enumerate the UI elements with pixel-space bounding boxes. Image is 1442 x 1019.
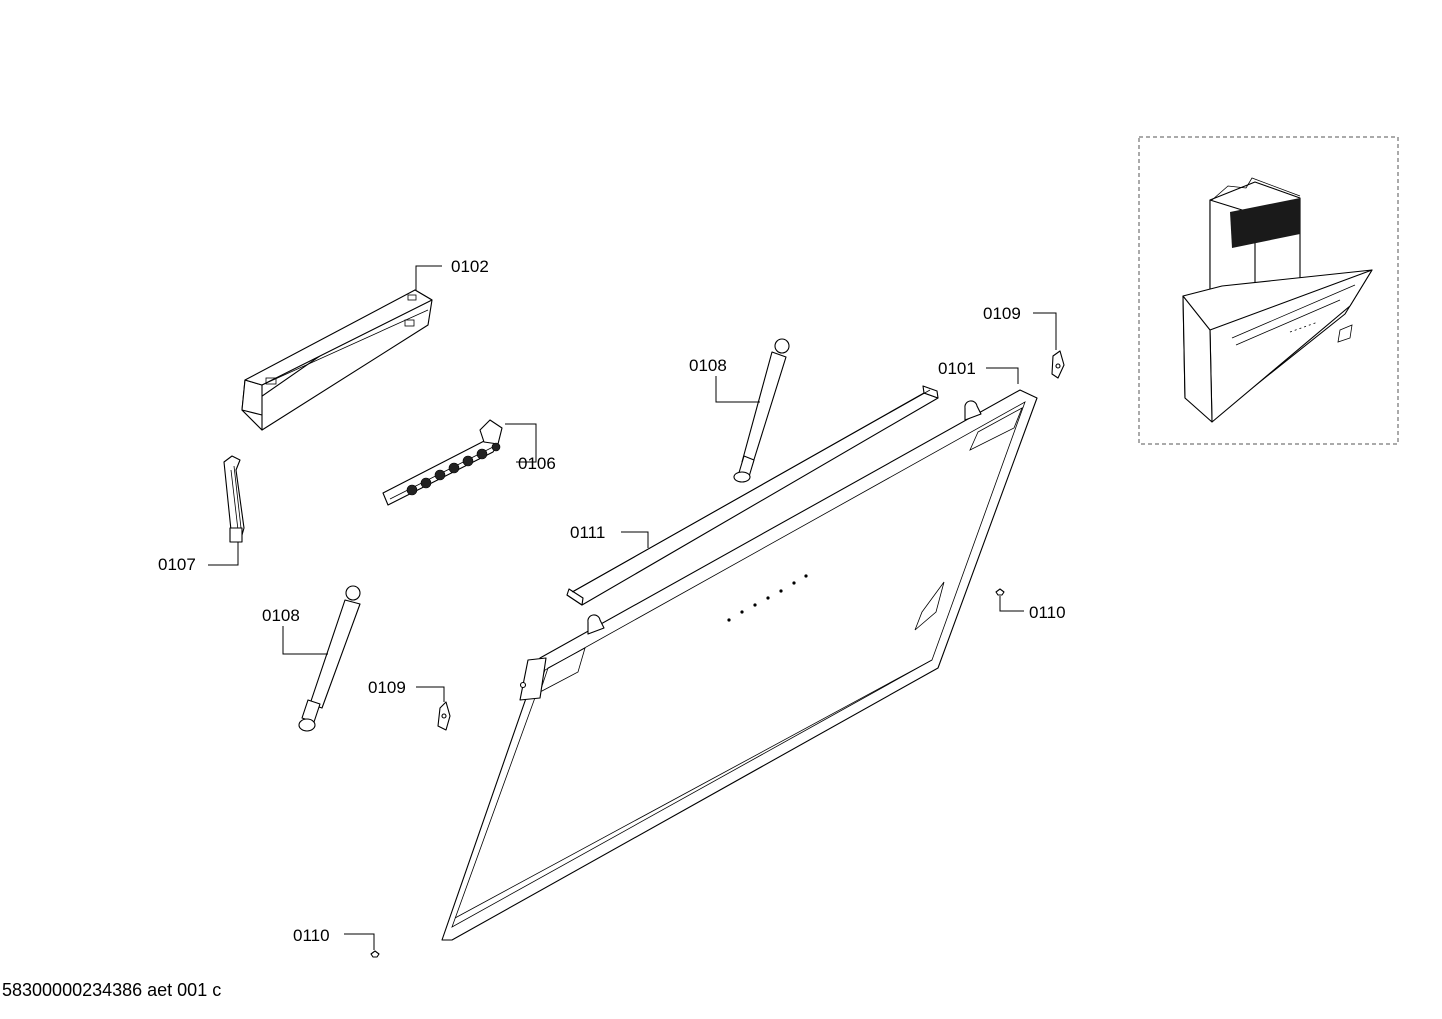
overview-inset (1138, 136, 1399, 445)
part-0108-strut-left (298, 585, 361, 732)
document-reference: 58300000234386 aet 001 c (2, 980, 222, 1000)
label-0109-right: 0109 (983, 304, 1021, 323)
label-0110-right: 0110 (1029, 603, 1066, 622)
label-0108-left: 0108 (262, 606, 300, 625)
label-0102: 0102 (451, 257, 489, 276)
label-0106: 0106 (518, 454, 556, 473)
inset-dashed-frame (1138, 136, 1399, 445)
part-0107-bracket (223, 455, 245, 543)
part-0110-screw-bottom (370, 950, 380, 958)
label-0110-bottom: 0110 (293, 926, 330, 945)
part-0110-screw-right (995, 588, 1005, 596)
label-0108-top: 0108 (689, 356, 727, 375)
label-0111: 0111 (570, 523, 605, 542)
part-0106-control-board (382, 419, 503, 506)
part-0108-strut-top (733, 338, 790, 483)
part-0102-channel (241, 289, 433, 431)
part-0101-glass-panel (441, 389, 1038, 941)
touch-sensor-dots (727, 574, 808, 622)
hood-overview-illustration (1182, 177, 1373, 423)
leader-lines (208, 265, 1057, 950)
label-0107: 0107 (158, 555, 196, 574)
label-0101: 0101 (938, 359, 976, 378)
part-0109-clip-right (1051, 350, 1065, 379)
part-0109-clip-left (437, 701, 451, 731)
part-0111-rail (566, 385, 939, 606)
label-0109-left: 0109 (368, 678, 406, 697)
callout-labels: 0102 0106 0107 0108 0108 0111 0101 0109 … (158, 257, 1066, 945)
